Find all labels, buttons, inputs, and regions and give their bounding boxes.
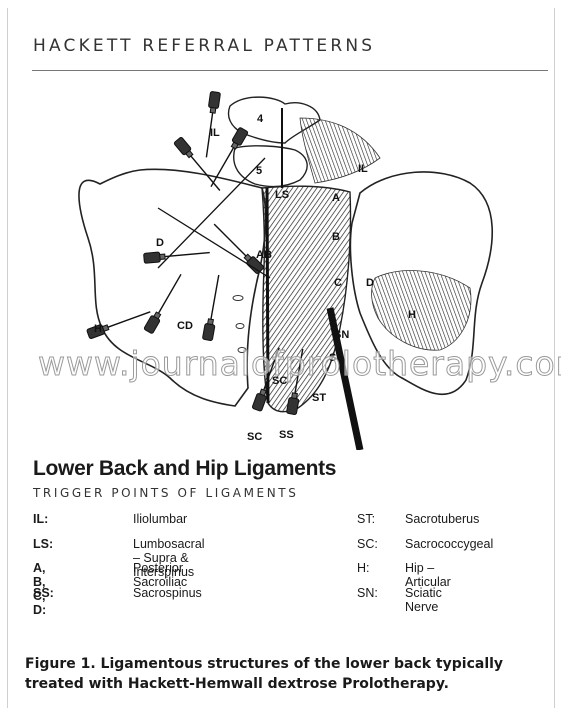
legend-code: LS: bbox=[33, 537, 53, 551]
header-title: HACKETT REFERRAL PATTERNS bbox=[33, 36, 375, 56]
label-ab: AB bbox=[256, 249, 272, 261]
legend-desc: Sacrococcygeal bbox=[405, 537, 493, 551]
legend-code: SC: bbox=[357, 537, 378, 551]
label-sc-bottom: SC bbox=[247, 431, 262, 443]
legend-desc: Sciatic Nerve bbox=[405, 586, 442, 614]
label-ls: LS bbox=[275, 189, 289, 201]
label-sn: SN bbox=[334, 329, 349, 341]
legend-desc: Sacrospinus bbox=[133, 586, 202, 600]
vertebra-5 bbox=[234, 146, 307, 187]
label-st: ST bbox=[312, 392, 326, 404]
label-cd: CD bbox=[177, 320, 193, 332]
legend-code: H: bbox=[357, 561, 370, 575]
label-h-right: H bbox=[408, 309, 416, 321]
label-ss-bottom: SS bbox=[279, 429, 294, 441]
legend-code: ST: bbox=[357, 512, 375, 526]
label-il-left: IL bbox=[210, 127, 220, 139]
ligament-illustration: 4 5 IL IL LS A B C D D AB CD H H SN SS S… bbox=[30, 88, 530, 450]
left-ilium bbox=[79, 169, 266, 406]
legend-code: SS: bbox=[33, 586, 54, 600]
label-a: A bbox=[332, 192, 340, 204]
label-sc-inner: SC bbox=[272, 375, 287, 387]
label-c: C bbox=[334, 277, 342, 289]
legend-code: SN: bbox=[357, 586, 378, 600]
label-b: B bbox=[332, 231, 340, 243]
legend-desc: Hip – Articular bbox=[405, 561, 451, 589]
label-d-right: D bbox=[366, 277, 374, 289]
legend-code: IL: bbox=[33, 512, 48, 526]
label-d-left: D bbox=[156, 237, 164, 249]
label-4: 4 bbox=[257, 113, 264, 125]
header-divider bbox=[32, 70, 548, 71]
legend-desc: Posterior Sacroiliac bbox=[133, 561, 187, 589]
legend-desc: Sacrotuberus bbox=[405, 512, 479, 526]
legend-title: Lower Back and Hip Ligaments bbox=[33, 457, 336, 481]
legend-desc: Iliolumbar bbox=[133, 512, 187, 526]
figure-caption: Figure 1. Ligamentous structures of the … bbox=[25, 654, 535, 694]
label-il-right: IL bbox=[358, 163, 368, 175]
label-h-left: H bbox=[94, 323, 102, 335]
label-5: 5 bbox=[256, 165, 262, 177]
label-ss-inner: SS bbox=[329, 352, 344, 364]
legend-subtitle: TRIGGER POINTS OF LIGAMENTS bbox=[33, 486, 298, 500]
